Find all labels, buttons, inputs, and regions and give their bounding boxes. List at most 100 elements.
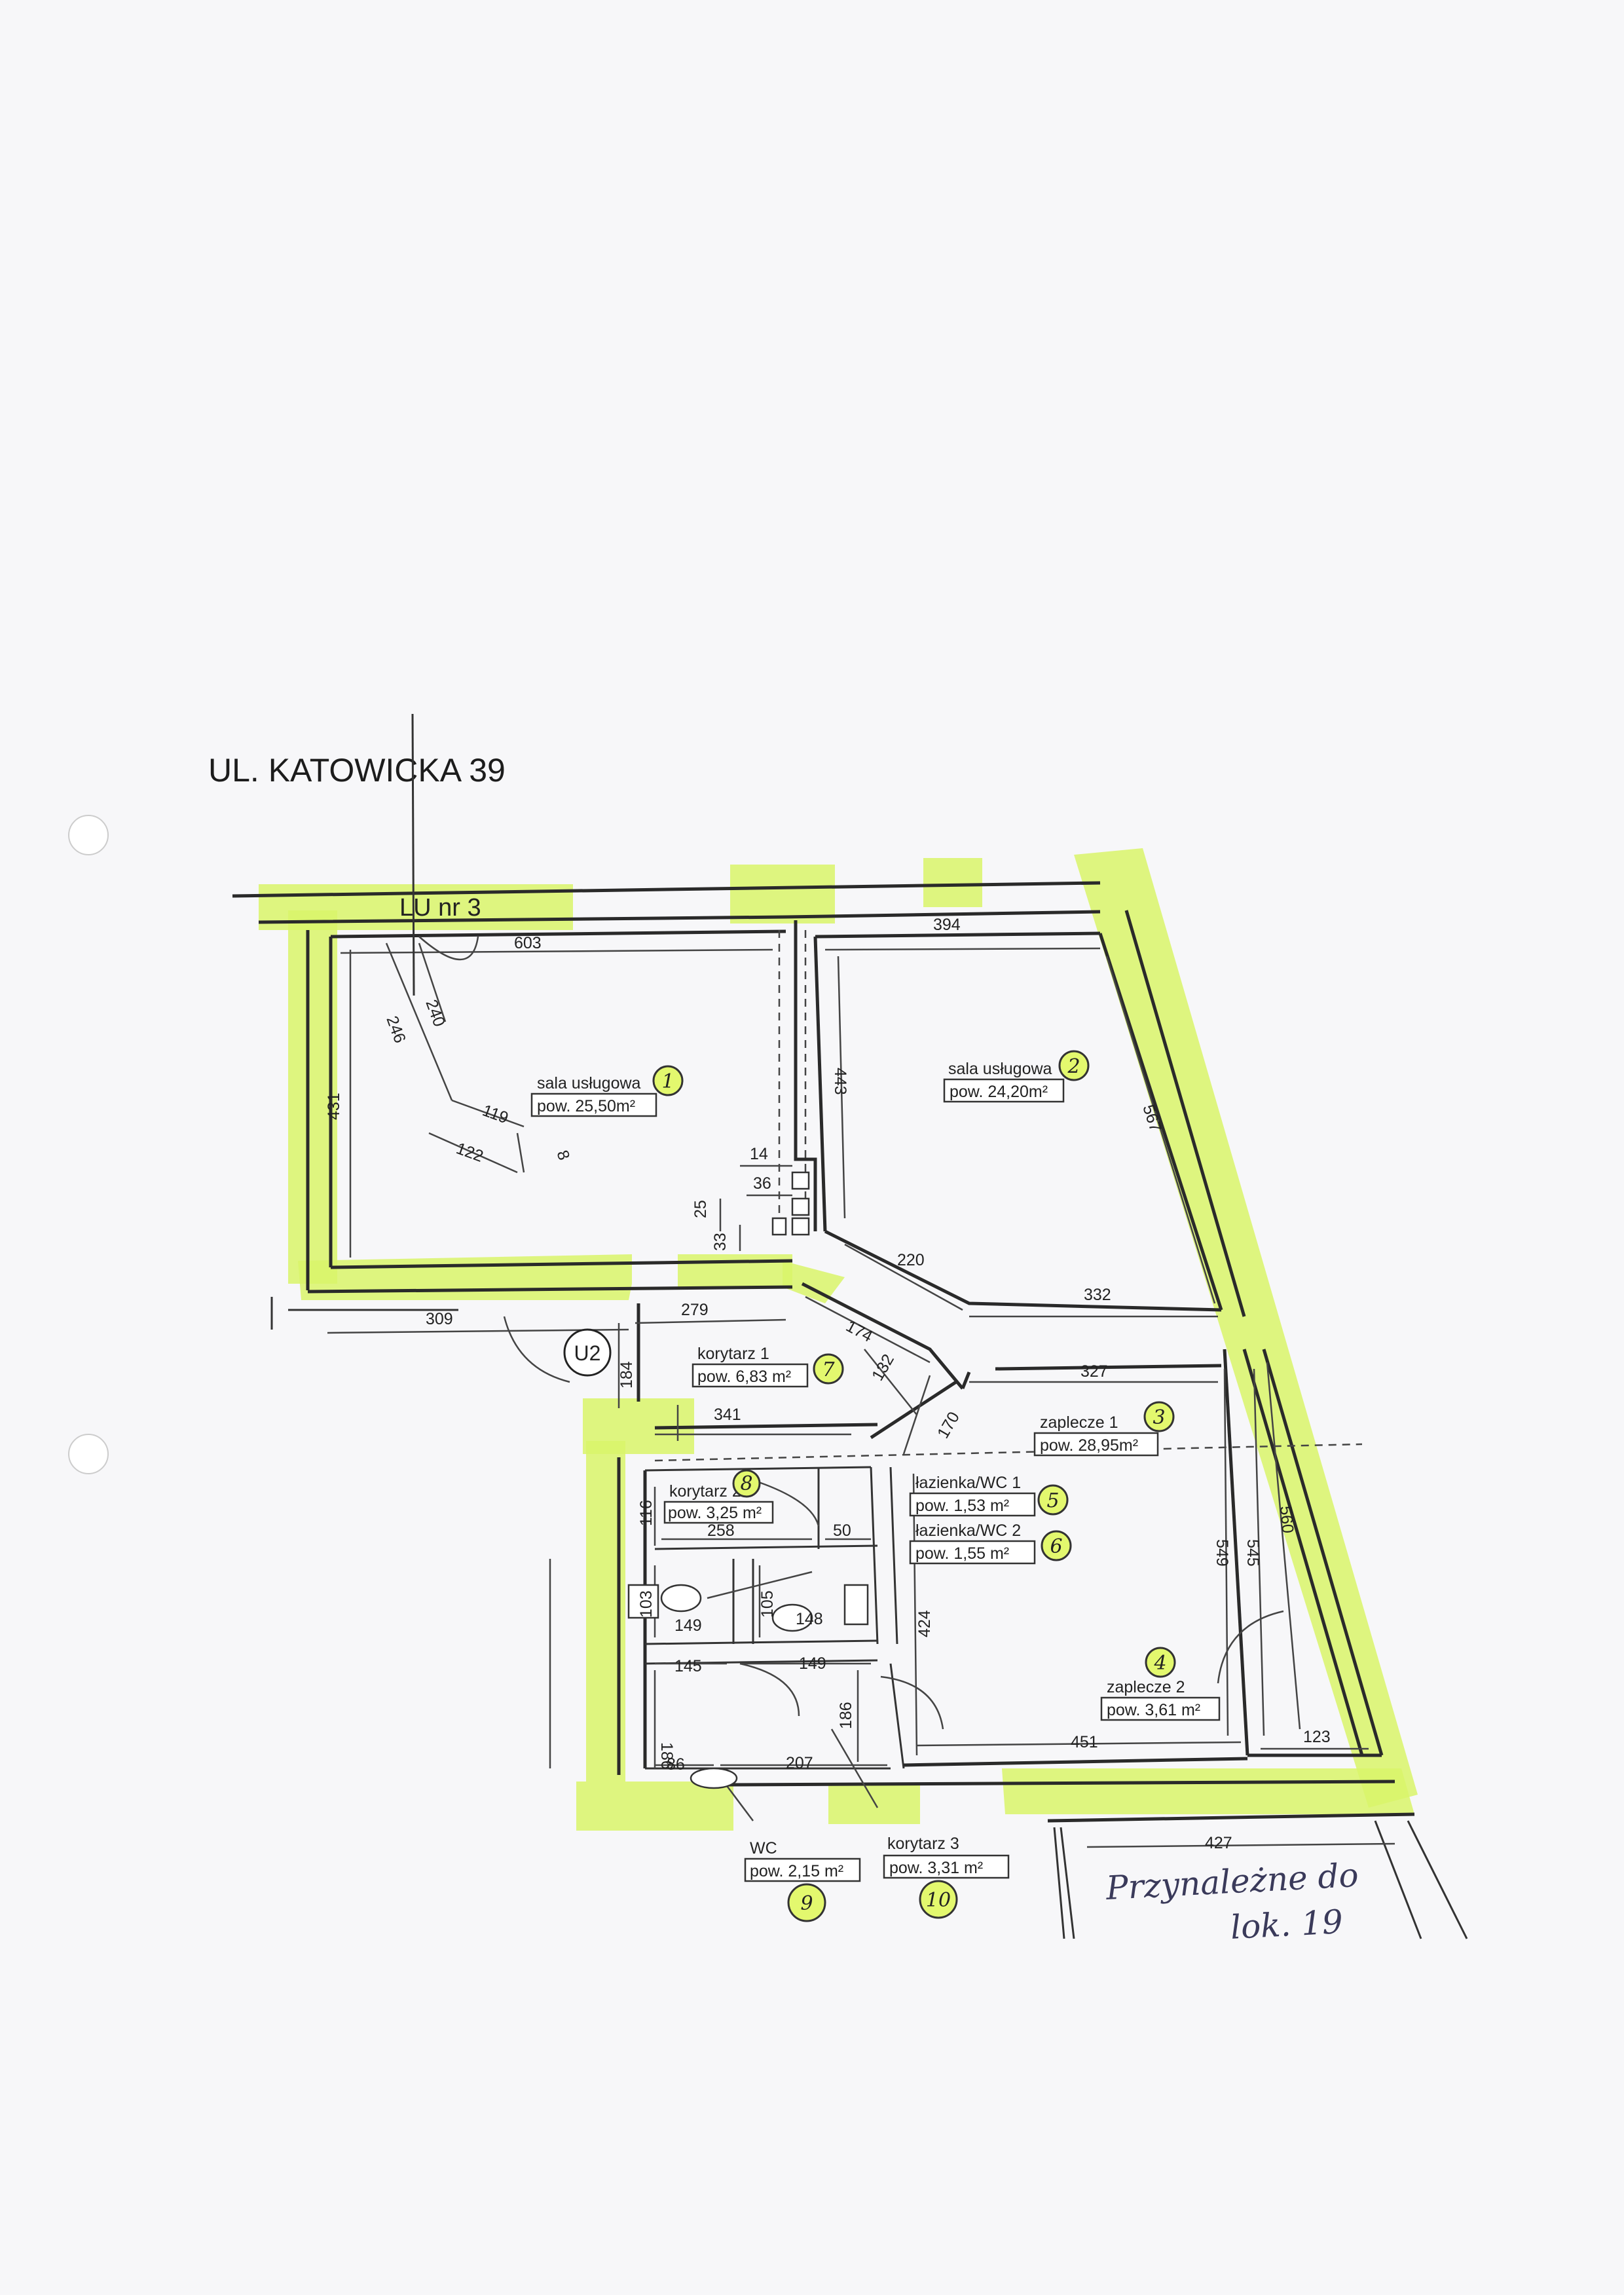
svg-text:4: 4 xyxy=(1153,1652,1166,1675)
svg-text:łazienka/WC 2: łazienka/WC 2 xyxy=(915,1521,1021,1540)
grid-mark-vertical xyxy=(411,713,415,996)
dim-label: 443 xyxy=(831,1068,849,1095)
punch-hole-top xyxy=(68,815,109,855)
room-badge xyxy=(1145,1647,1176,1678)
svg-text:korytarz 3: korytarz 3 xyxy=(887,1835,959,1853)
svg-text:zaplecze 2: zaplecze 2 xyxy=(1107,1678,1185,1696)
svg-text:pow. 28,95m²: pow. 28,95m² xyxy=(1040,1436,1138,1455)
dim-label: 240 xyxy=(422,997,449,1029)
svg-text:łazienka/WC 1: łazienka/WC 1 xyxy=(915,1474,1021,1492)
dim-label: 86 xyxy=(667,1755,685,1774)
dim-label: 50 xyxy=(833,1521,851,1540)
dim-label: 123 xyxy=(1303,1728,1331,1746)
svg-text:8: 8 xyxy=(740,1472,752,1495)
dim-label: 25 xyxy=(692,1200,710,1218)
dim-label: 603 xyxy=(514,934,542,952)
svg-text:10: 10 xyxy=(926,1889,951,1912)
room-badge xyxy=(732,1469,761,1498)
dim-label: 549 xyxy=(1213,1539,1231,1567)
dim-label: 14 xyxy=(750,1145,768,1163)
svg-text:pow. 2,15 m²: pow. 2,15 m² xyxy=(750,1862,843,1880)
dim-label: 103 xyxy=(637,1590,655,1618)
dim-label: 394 xyxy=(933,916,961,934)
room-3-label: zaplecze 1 pow. 28,95m² 3 xyxy=(1033,1401,1175,1457)
room-8-label: korytarz 2 pow. 3,25 m² 8 xyxy=(663,1469,774,1524)
room-badge xyxy=(652,1065,684,1096)
dim-label: 545 xyxy=(1244,1539,1262,1567)
room-badge xyxy=(1143,1401,1175,1432)
svg-text:sala usługowa: sala usługowa xyxy=(537,1074,641,1092)
stair-marker xyxy=(563,1328,612,1377)
dim-label: 424 xyxy=(915,1610,934,1637)
svg-text:9: 9 xyxy=(800,1892,813,1915)
dim-label: 279 xyxy=(681,1301,709,1319)
dim-label: 431 xyxy=(325,1092,343,1120)
room-5-label: łazienka/WC 1 pow. 1,53 m² 5 xyxy=(909,1474,1069,1517)
room-10-label: korytarz 3 pow. 3,31 m² 10 xyxy=(883,1835,1010,1919)
dim-label: 309 xyxy=(426,1310,453,1328)
room-badge xyxy=(919,1880,958,1919)
room-9-label: WC pow. 2,15 m² 9 xyxy=(744,1839,861,1922)
svg-text:pow. 24,20m²: pow. 24,20m² xyxy=(950,1083,1048,1101)
dim-label: 105 xyxy=(758,1590,777,1618)
dim-label: 119 xyxy=(480,1101,511,1127)
dim-label: 149 xyxy=(799,1654,826,1673)
svg-text:pow. 1,53 m²: pow. 1,53 m² xyxy=(915,1497,1009,1515)
svg-text:WC: WC xyxy=(750,1839,777,1857)
room-badge xyxy=(1041,1530,1072,1561)
punch-hole-bottom xyxy=(68,1434,109,1474)
svg-text:pow. 25,50m²: pow. 25,50m² xyxy=(537,1097,635,1115)
room-badge xyxy=(1037,1484,1069,1516)
room-badge xyxy=(1058,1050,1090,1081)
svg-text:korytarz 2: korytarz 2 xyxy=(669,1482,741,1501)
dim-label: 186 xyxy=(837,1702,855,1729)
dim-label: 116 xyxy=(637,1500,655,1526)
svg-text:sala usługowa: sala usługowa xyxy=(948,1060,1052,1078)
dim-label: 327 xyxy=(1080,1362,1108,1381)
stair-label: U2 xyxy=(574,1341,601,1365)
doors xyxy=(418,936,1284,1821)
handwritten-note-line2: lok. 19 xyxy=(1230,1903,1344,1947)
dim-label: 174 xyxy=(843,1317,876,1346)
sanitary-fixtures xyxy=(627,1171,869,1789)
room-badge xyxy=(813,1353,844,1385)
dim-label: 560 xyxy=(1276,1505,1297,1534)
room-7-label: korytarz 1 pow. 6,83 m² 7 xyxy=(692,1345,844,1388)
dim-label: 427 xyxy=(1205,1834,1232,1852)
unit-label: LU nr 3 xyxy=(399,894,481,922)
dim-label: 170 xyxy=(934,1409,963,1442)
svg-text:1: 1 xyxy=(661,1070,674,1093)
dim-label: 132 xyxy=(868,1351,898,1384)
dim-label: 220 xyxy=(897,1251,925,1269)
street-label: UL. KATOWICKA 39 xyxy=(208,752,506,789)
svg-text:zaplecze 1: zaplecze 1 xyxy=(1040,1413,1118,1432)
svg-text:pow. 1,55 m²: pow. 1,55 m² xyxy=(915,1544,1009,1563)
room-badge xyxy=(787,1883,826,1922)
dim-label: 332 xyxy=(1084,1286,1111,1304)
room-1-label: sala usługowa pow. 25,50m² 1 xyxy=(530,1065,684,1117)
svg-text:2: 2 xyxy=(1067,1055,1080,1078)
dimension-lines xyxy=(327,942,1395,1848)
svg-text:5: 5 xyxy=(1046,1489,1059,1512)
room-4-label: 4 zaplecze 2 pow. 3,61 m² xyxy=(1100,1647,1221,1721)
svg-text:pow. 3,61 m²: pow. 3,61 m² xyxy=(1107,1701,1200,1719)
svg-text:pow. 6,83 m²: pow. 6,83 m² xyxy=(697,1368,791,1386)
dim-label: 8 xyxy=(553,1148,573,1163)
svg-text:6: 6 xyxy=(1050,1535,1062,1558)
dim-label: 258 xyxy=(707,1521,735,1540)
walls xyxy=(232,881,1468,1939)
dim-label: 122 xyxy=(454,1139,486,1166)
svg-text:korytarz 1: korytarz 1 xyxy=(697,1345,769,1363)
handwritten-note-line1: Przynależne do xyxy=(1105,1856,1359,1907)
dim-label: 246 xyxy=(382,1013,409,1045)
dim-label: 341 xyxy=(714,1406,741,1424)
dim-label: 184 xyxy=(618,1361,636,1389)
dim-label: 186 xyxy=(657,1742,676,1770)
dim-label: 148 xyxy=(796,1610,823,1628)
dim-label: 451 xyxy=(1071,1733,1098,1751)
svg-text:pow. 3,25 m²: pow. 3,25 m² xyxy=(668,1504,762,1522)
dim-label: 207 xyxy=(786,1754,813,1772)
svg-text:pow. 3,31 m²: pow. 3,31 m² xyxy=(889,1859,983,1877)
dim-label: 33 xyxy=(711,1233,729,1251)
